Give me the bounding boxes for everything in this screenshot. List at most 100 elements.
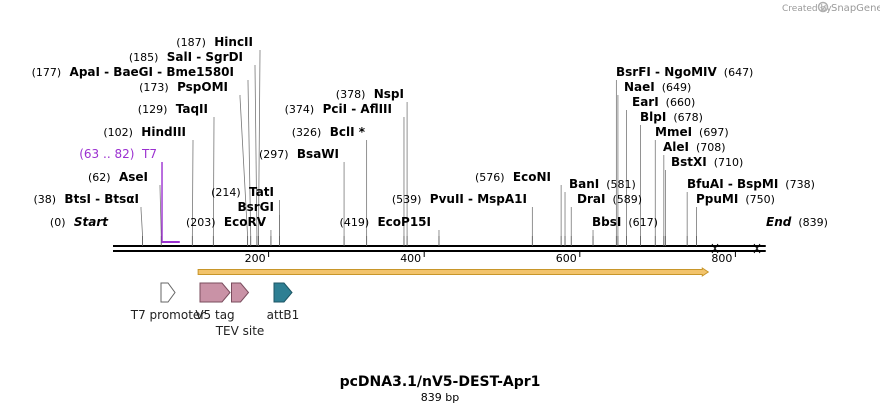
site-label-blpi-part: (678) xyxy=(666,111,703,124)
feature-v5-tag[interactable]: V5 tag xyxy=(195,282,235,322)
site-label-tati[interactable]: (214) TatI xyxy=(211,185,274,199)
site-connector-hincii xyxy=(258,50,261,237)
site-label-hindiii[interactable]: (102) HindIII xyxy=(103,125,186,139)
site-label-hindiii-part: (102) xyxy=(103,126,133,139)
site-label-pvuii-part: PvuII - MspA1I xyxy=(421,192,527,206)
site-label-blpi[interactable]: BlpI (678) xyxy=(640,110,703,124)
site-label-drai[interactable]: DraI (589) xyxy=(577,192,642,206)
site-connector-taqii xyxy=(212,117,215,237)
site-label-alei[interactable]: AleI (708) xyxy=(663,140,726,154)
site-label-ecop15i[interactable]: (419) EcoP15I xyxy=(340,215,431,229)
site-label-hincii[interactable]: (187) HincII xyxy=(176,35,253,49)
primer-name: T7 xyxy=(134,147,157,161)
site-label-asei[interactable]: (62) AseI xyxy=(88,170,148,184)
site-label-bstxi-part: BstXI xyxy=(671,155,707,169)
site-label-bsawi-part: BsaWI xyxy=(289,147,339,161)
site-label-tati-part: TatI xyxy=(241,185,274,199)
site-label-econi-part: EcoNI xyxy=(505,170,551,184)
site-label-bani[interactable]: BanI (581) xyxy=(569,177,636,191)
feature-attb1[interactable]: attB1 xyxy=(267,282,300,322)
site-label-end-part: (839) xyxy=(791,216,828,229)
site-label-naei-part: (649) xyxy=(655,81,692,94)
orf-arrow[interactable] xyxy=(197,267,710,277)
site-label-apai[interactable]: (177) ApaI - BaeGI - Bme1580I xyxy=(32,65,234,79)
site-label-taqii[interactable]: (129) TaqII xyxy=(138,102,208,116)
site-label-asei-part: (62) xyxy=(88,171,111,184)
site-label-bsrgi[interactable]: BsrGI xyxy=(237,200,274,214)
snapgene-logo-icon xyxy=(817,1,829,13)
site-label-btsi-part: (38) xyxy=(33,193,56,206)
site-label-apai-part: ApaI - BaeGI - Bme1580I xyxy=(61,65,234,79)
ruler-tick-label: 200 xyxy=(245,252,266,265)
site-label-taqii-part: TaqII xyxy=(167,102,208,116)
site-label-bcli[interactable]: (326) BclI * xyxy=(292,125,366,139)
site-label-taqii-part: (129) xyxy=(138,103,168,116)
site-connector-pspomi xyxy=(239,95,248,237)
site-label-bstxi[interactable]: BstXI (710) xyxy=(671,155,743,169)
site-label-bfuai[interactable]: BfuAI - BspMI (738) xyxy=(687,177,815,191)
site-label-econi-part: (576) xyxy=(475,171,505,184)
plasmid-name: pcDNA3.1/nV5-DEST-Apr1 xyxy=(340,374,541,390)
site-label-start-part: Start xyxy=(66,215,110,229)
primer-range: (63 .. 82) xyxy=(79,147,134,161)
site-label-mmei-part: (697) xyxy=(692,126,729,139)
break-mark xyxy=(711,243,719,254)
site-label-bcli-part: (326) xyxy=(292,126,322,139)
site-label-pspomi[interactable]: (173) PspOMI xyxy=(139,80,228,94)
site-label-ppumi[interactable]: PpuMI (750) xyxy=(696,192,775,206)
feature-t7-promoter[interactable]: T7 promoter xyxy=(130,282,206,322)
feature-label-tev-site: TEV site xyxy=(215,324,265,338)
site-label-drai-part: DraI xyxy=(577,192,605,206)
site-label-nspi-part: NspI xyxy=(365,87,404,101)
site-label-ecorv[interactable]: (203) EcoRV xyxy=(186,215,267,229)
site-label-bsawi[interactable]: (297) BsaWI xyxy=(259,147,339,161)
site-label-mmei-part: MmeI xyxy=(655,125,692,139)
site-label-naei-part: NaeI xyxy=(624,80,655,94)
plasmid-length: 839 bp xyxy=(421,391,459,404)
site-label-pvuii[interactable]: (539) PvuII - MspA1I xyxy=(392,192,527,206)
site-connector-apai xyxy=(247,80,252,237)
site-label-btsi[interactable]: (38) BtsI - BtsαI xyxy=(33,192,139,206)
credit-prefix: Created by xyxy=(782,4,832,14)
site-label-bsrfi[interactable]: BsrFI - NgoMIV (647) xyxy=(616,65,753,79)
site-label-pcii-part: PciI - AflIII xyxy=(314,102,392,116)
site-label-pcii[interactable]: (374) PciI - AflIII xyxy=(285,102,392,116)
site-label-bbsi[interactable]: BbsI (617) xyxy=(592,215,658,229)
site-label-sali[interactable]: (185) SalI - SgrDI xyxy=(129,50,243,64)
site-label-bsrgi-part: BsrGI xyxy=(237,200,274,214)
site-label-drai-part: (589) xyxy=(605,193,642,206)
feature-arrow-attb1 xyxy=(273,282,293,303)
feature-arrow-v5-tag xyxy=(199,282,231,303)
site-label-econi[interactable]: (576) EcoNI xyxy=(475,170,551,184)
site-label-pcii-part: (374) xyxy=(285,103,315,116)
site-label-naei[interactable]: NaeI (649) xyxy=(624,80,691,94)
site-label-bcli-part: BclI * xyxy=(321,125,365,139)
feature-tev-site[interactable]: TEV site xyxy=(215,282,265,338)
feature-arrow-t7-promoter xyxy=(160,282,176,303)
break-mark xyxy=(753,243,761,254)
site-label-hincii-part: HincII xyxy=(206,35,253,49)
site-label-start-part: (0) xyxy=(50,216,66,229)
site-label-asei-part: AseI xyxy=(111,170,148,184)
site-label-ppumi-part: PpuMI xyxy=(696,192,738,206)
site-label-pvuii-part: (539) xyxy=(392,193,422,206)
site-connector-sali xyxy=(254,65,258,237)
site-label-pspomi-part: PspOMI xyxy=(169,80,228,94)
site-label-nspi[interactable]: (378) NspI xyxy=(336,87,404,101)
orf-arrow-shape xyxy=(197,267,710,277)
site-label-eari[interactable]: EarI (660) xyxy=(632,95,695,109)
site-label-nspi-part: (378) xyxy=(336,88,366,101)
primer-t7[interactable]: (63 .. 82) T7 xyxy=(79,147,180,243)
site-label-apai-part: (177) xyxy=(32,66,62,79)
site-labels: (0) Start (38) BtsI - BtsαI (62) AseI (102)… xyxy=(32,35,828,229)
site-label-mmei[interactable]: MmeI (697) xyxy=(655,125,729,139)
site-label-end[interactable]: End (839) xyxy=(766,215,828,229)
site-label-start[interactable]: (0) Start xyxy=(50,215,109,229)
feature-label-attb1: attB1 xyxy=(267,308,300,322)
site-label-btsi-part: BtsI - BtsαI xyxy=(56,192,139,206)
site-label-eari-part: EarI xyxy=(632,95,659,109)
site-label-bbsi-part: (617) xyxy=(621,216,658,229)
